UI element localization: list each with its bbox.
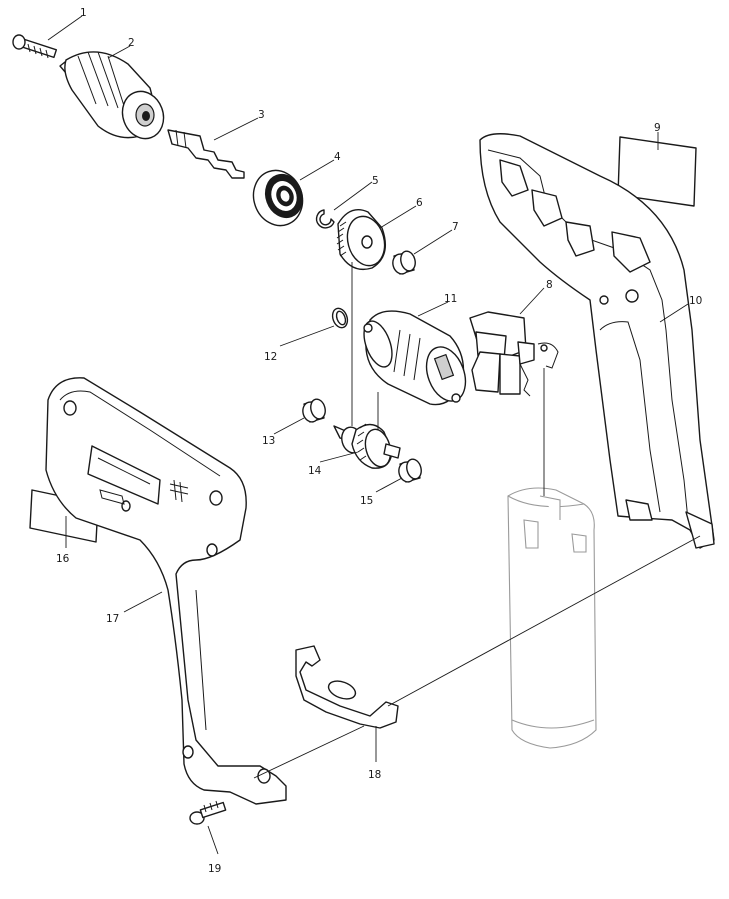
part-number-15: 15 <box>360 495 373 507</box>
part-number-3: 3 <box>258 109 265 121</box>
part-number-9: 9 <box>654 122 661 134</box>
part-number-6: 6 <box>416 197 423 209</box>
part-number-18: 18 <box>368 769 381 781</box>
part-14-gear-shaft <box>333 423 401 469</box>
part-3-spindle <box>167 129 245 179</box>
part-1-screw <box>12 34 58 59</box>
part-number-4: 4 <box>334 151 341 163</box>
part-number-2: 2 <box>128 37 135 49</box>
part-number-1: 1 <box>80 7 87 19</box>
leader-lines <box>47 15 689 855</box>
part-15-bushing <box>398 458 422 483</box>
part-number-10: 10 <box>689 295 702 307</box>
part-19-screw <box>189 800 227 825</box>
part-10-housing-right <box>479 133 715 549</box>
part-4-bearing <box>252 169 304 227</box>
part-9-label-sheet <box>617 136 697 207</box>
part-2-chuck <box>59 51 165 140</box>
part-13-bushing <box>302 398 326 423</box>
part-12-o-ring <box>331 307 349 329</box>
part-number-19: 19 <box>208 863 221 875</box>
part-number-16: 16 <box>56 553 70 565</box>
part-numbers: 1 2 3 4 5 6 7 8 9 10 11 12 13 14 15 16 1… <box>56 7 702 875</box>
part-number-11: 11 <box>444 293 457 305</box>
part-number-8: 8 <box>546 279 553 291</box>
part-18-terminal-plate <box>295 645 399 729</box>
battery-pack <box>507 487 597 749</box>
part-8-switch <box>469 311 559 397</box>
part-5-retaining-ring <box>315 209 335 229</box>
part-17-housing-left <box>45 377 287 805</box>
part-number-7: 7 <box>452 221 459 233</box>
part-number-14: 14 <box>308 465 322 477</box>
part-number-5: 5 <box>372 175 379 187</box>
part-number-13: 13 <box>262 435 275 447</box>
part-11-motor <box>363 310 467 406</box>
part-number-17: 17 <box>106 613 119 625</box>
part-number-12: 12 <box>264 351 277 363</box>
assembly-guide-lines <box>253 262 701 779</box>
part-7-bushing <box>392 250 416 275</box>
part-6-gear <box>336 209 386 271</box>
